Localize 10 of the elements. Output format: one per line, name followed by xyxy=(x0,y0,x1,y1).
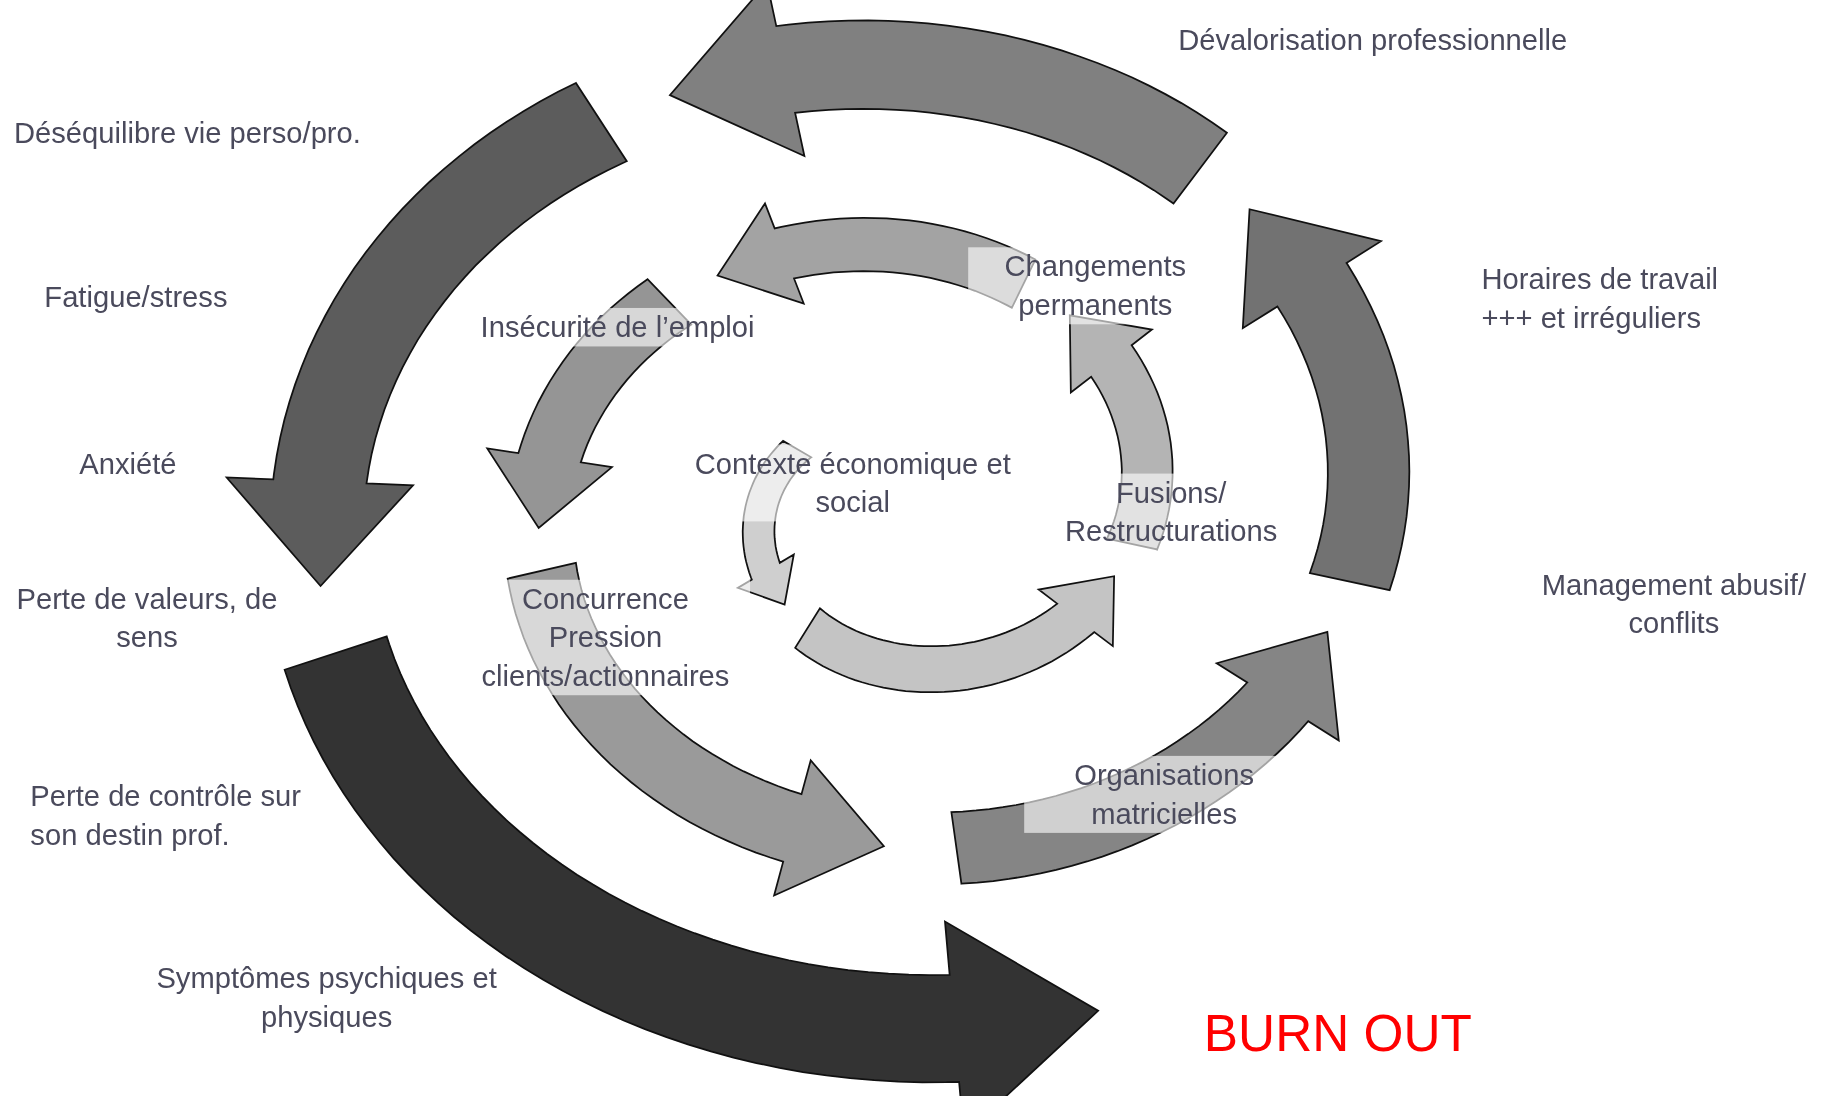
factor-label: Fatigue/stress xyxy=(44,278,229,315)
factor-label: Management abusif/ conflits xyxy=(1540,567,1808,642)
factor-label: Perte de valeurs, de sens xyxy=(15,581,279,656)
factor-label: Perte de contrôle sur son destin prof. xyxy=(30,778,303,853)
factor-label: Symptômes psychiques et physiques xyxy=(155,960,498,1035)
factor-label: Déséquilibre vie perso/pro. xyxy=(14,115,362,152)
factor-label: Horaires de travail +++ et irréguliers xyxy=(1481,261,1720,336)
factor-label: Anxiété xyxy=(79,445,178,482)
outcome-label: BURN OUT xyxy=(1203,1003,1473,1064)
factor-label: Dévalorisation professionnelle xyxy=(1178,22,1569,58)
